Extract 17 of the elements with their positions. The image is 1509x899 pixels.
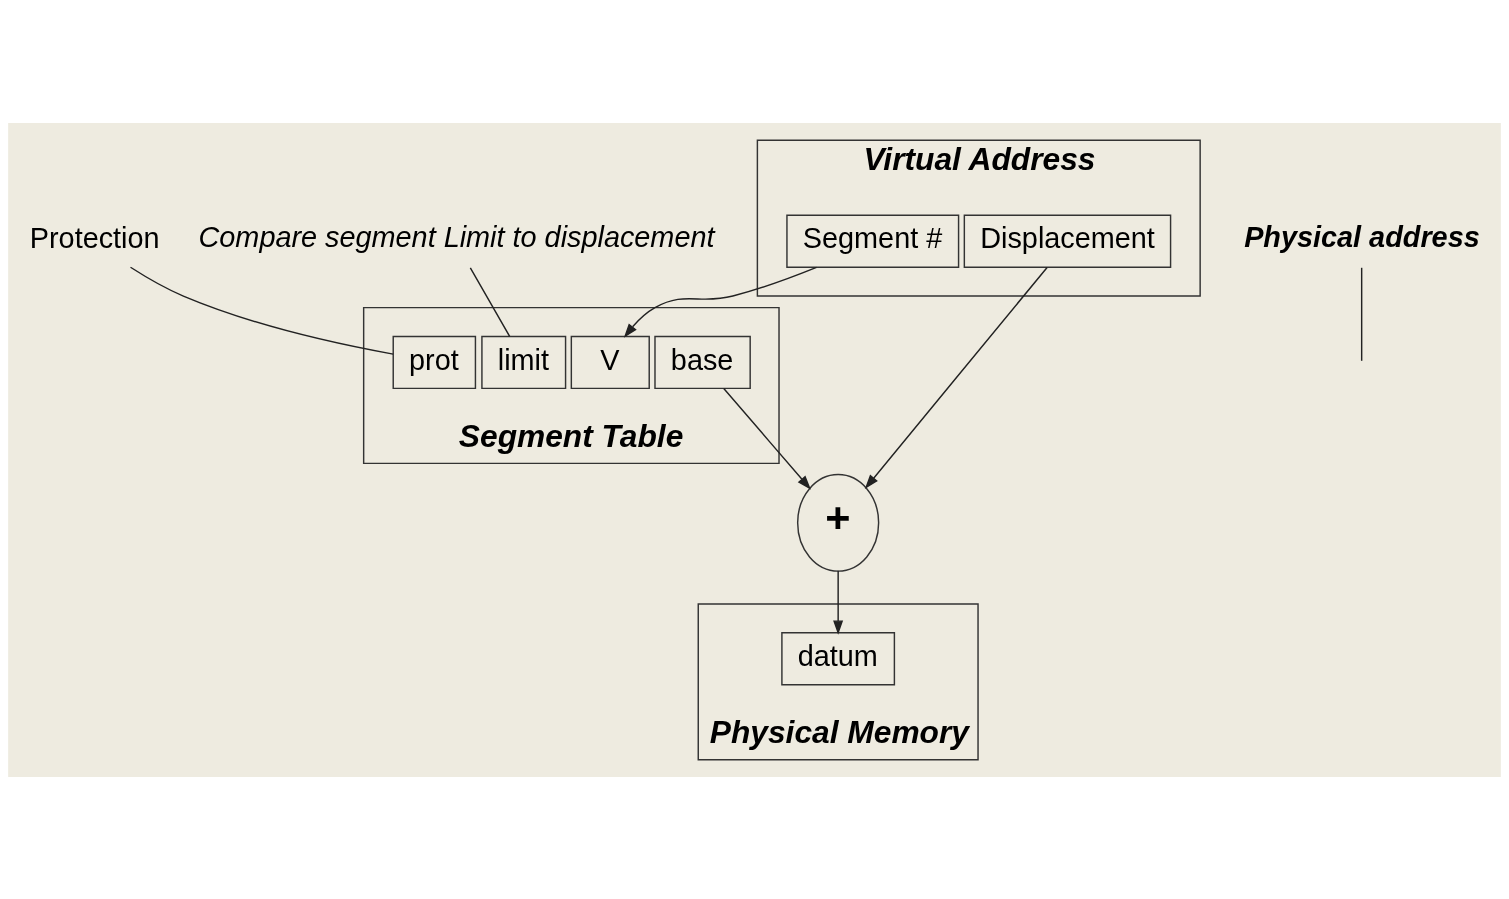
connector (129, 266, 394, 355)
node-box: V (570, 335, 650, 389)
connector (1360, 266, 1363, 361)
node-box: prot (392, 335, 477, 389)
node-text: Physical address (1244, 220, 1480, 253)
node-box: Segment # (786, 214, 960, 268)
arrow (833, 569, 844, 635)
connector (469, 266, 511, 337)
node-box: base (654, 335, 751, 389)
node-box: datum (781, 631, 896, 685)
arrow (864, 266, 1048, 489)
arrow (623, 266, 818, 338)
node-box: Displacement (963, 214, 1172, 268)
arrow (723, 387, 811, 490)
node-text: Compare segment Limit to displacement (198, 220, 715, 253)
node-text: Protection (29, 221, 160, 254)
node-box: limit (481, 335, 567, 389)
